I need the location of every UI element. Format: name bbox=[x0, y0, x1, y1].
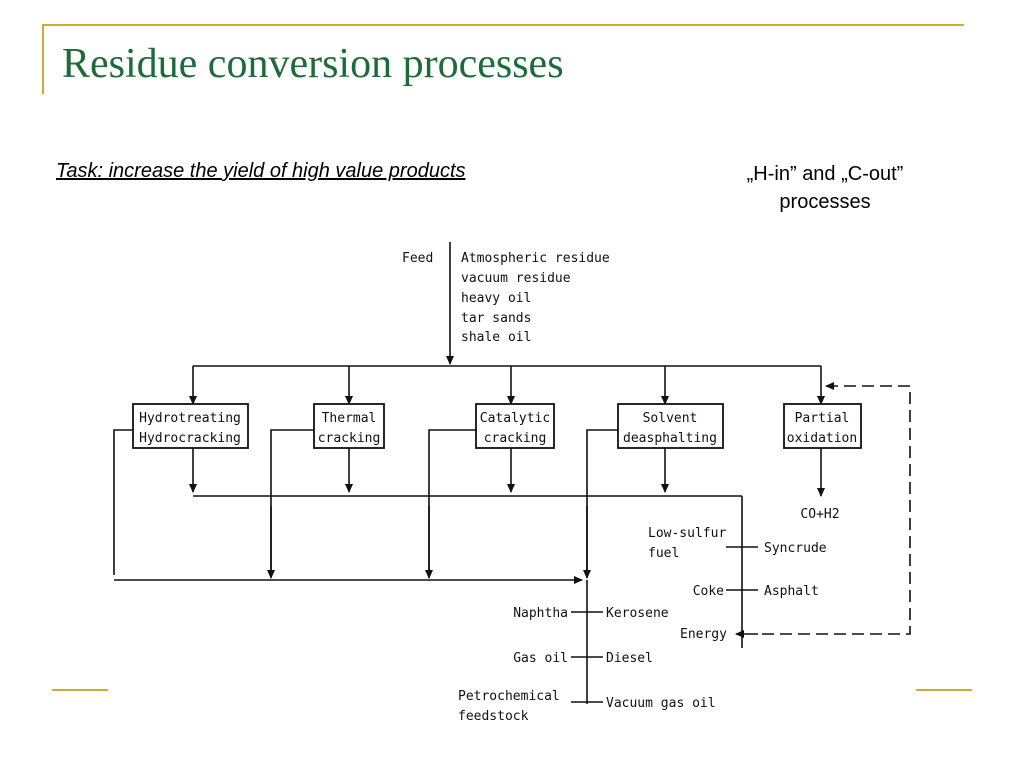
side-catalytic bbox=[428, 429, 476, 575]
energy-recycle-dashed bbox=[762, 382, 911, 635]
fraction-label: Kerosene bbox=[606, 606, 669, 621]
frame-bottom-left-line bbox=[52, 689, 108, 691]
fraction-label: Naphtha bbox=[513, 606, 568, 621]
process-note: „H-in” and „C-out” processes bbox=[700, 160, 950, 216]
side-hydrotreating bbox=[113, 429, 133, 575]
heavy-product-label: Energy bbox=[680, 627, 727, 642]
process-label: Hydrocracking bbox=[139, 431, 241, 446]
box-hydrotreating bbox=[132, 403, 249, 449]
frame-bottom-right-line bbox=[916, 689, 972, 691]
task-statement: Task: increase the yield of high value p… bbox=[56, 160, 466, 182]
fraction-label: Petrochemical bbox=[458, 689, 560, 704]
box-thermal-cracking bbox=[313, 403, 385, 449]
process-label: Solvent bbox=[643, 411, 698, 426]
feed-item: heavy oil bbox=[461, 291, 531, 306]
feed-label: Feed bbox=[402, 251, 433, 266]
fraction-label: feedstock bbox=[458, 709, 529, 724]
feed-item: Atmospheric residue bbox=[461, 251, 610, 266]
process-label: Thermal bbox=[322, 411, 377, 426]
fraction-label: Gas oil bbox=[513, 651, 568, 666]
heavy-product-label: Asphalt bbox=[764, 584, 819, 599]
box-solvent-deasphalting bbox=[617, 403, 724, 449]
feed-item: shale oil bbox=[461, 330, 531, 345]
heavy-product-label: Coke bbox=[693, 584, 724, 599]
frame-left-line bbox=[42, 24, 44, 94]
box-partial-oxidation bbox=[783, 403, 862, 449]
page-title: Residue conversion processes bbox=[62, 41, 564, 87]
process-note-line-2: processes bbox=[779, 191, 871, 213]
frame-top-line bbox=[42, 24, 964, 26]
connector-lines bbox=[113, 242, 825, 704]
process-label: oxidation bbox=[787, 431, 857, 446]
box-catalytic-cracking bbox=[475, 403, 555, 449]
process-label: Hydrotreating bbox=[139, 411, 241, 426]
side-solvent bbox=[586, 429, 618, 575]
fraction-label: Vacuum gas oil bbox=[606, 696, 716, 711]
side-thermal bbox=[270, 429, 314, 575]
fraction-label: Diesel bbox=[606, 651, 653, 666]
process-label: deasphalting bbox=[623, 431, 717, 446]
heavy-product-label: Syncrude bbox=[764, 541, 827, 556]
feed-item: tar sands bbox=[461, 311, 531, 326]
feed-item: vacuum residue bbox=[461, 271, 571, 286]
gas-product-label: CO+H2 bbox=[800, 507, 839, 522]
process-boxes bbox=[132, 403, 862, 449]
process-label: Partial bbox=[795, 411, 850, 426]
heavy-product-label: fuel bbox=[648, 546, 679, 561]
process-label: Catalytic bbox=[480, 411, 550, 426]
process-note-line-1: „H-in” and „C-out” bbox=[746, 163, 904, 185]
process-label: cracking bbox=[484, 431, 547, 446]
process-label: cracking bbox=[318, 431, 381, 446]
heavy-product-label: Low-sulfur bbox=[648, 526, 726, 541]
